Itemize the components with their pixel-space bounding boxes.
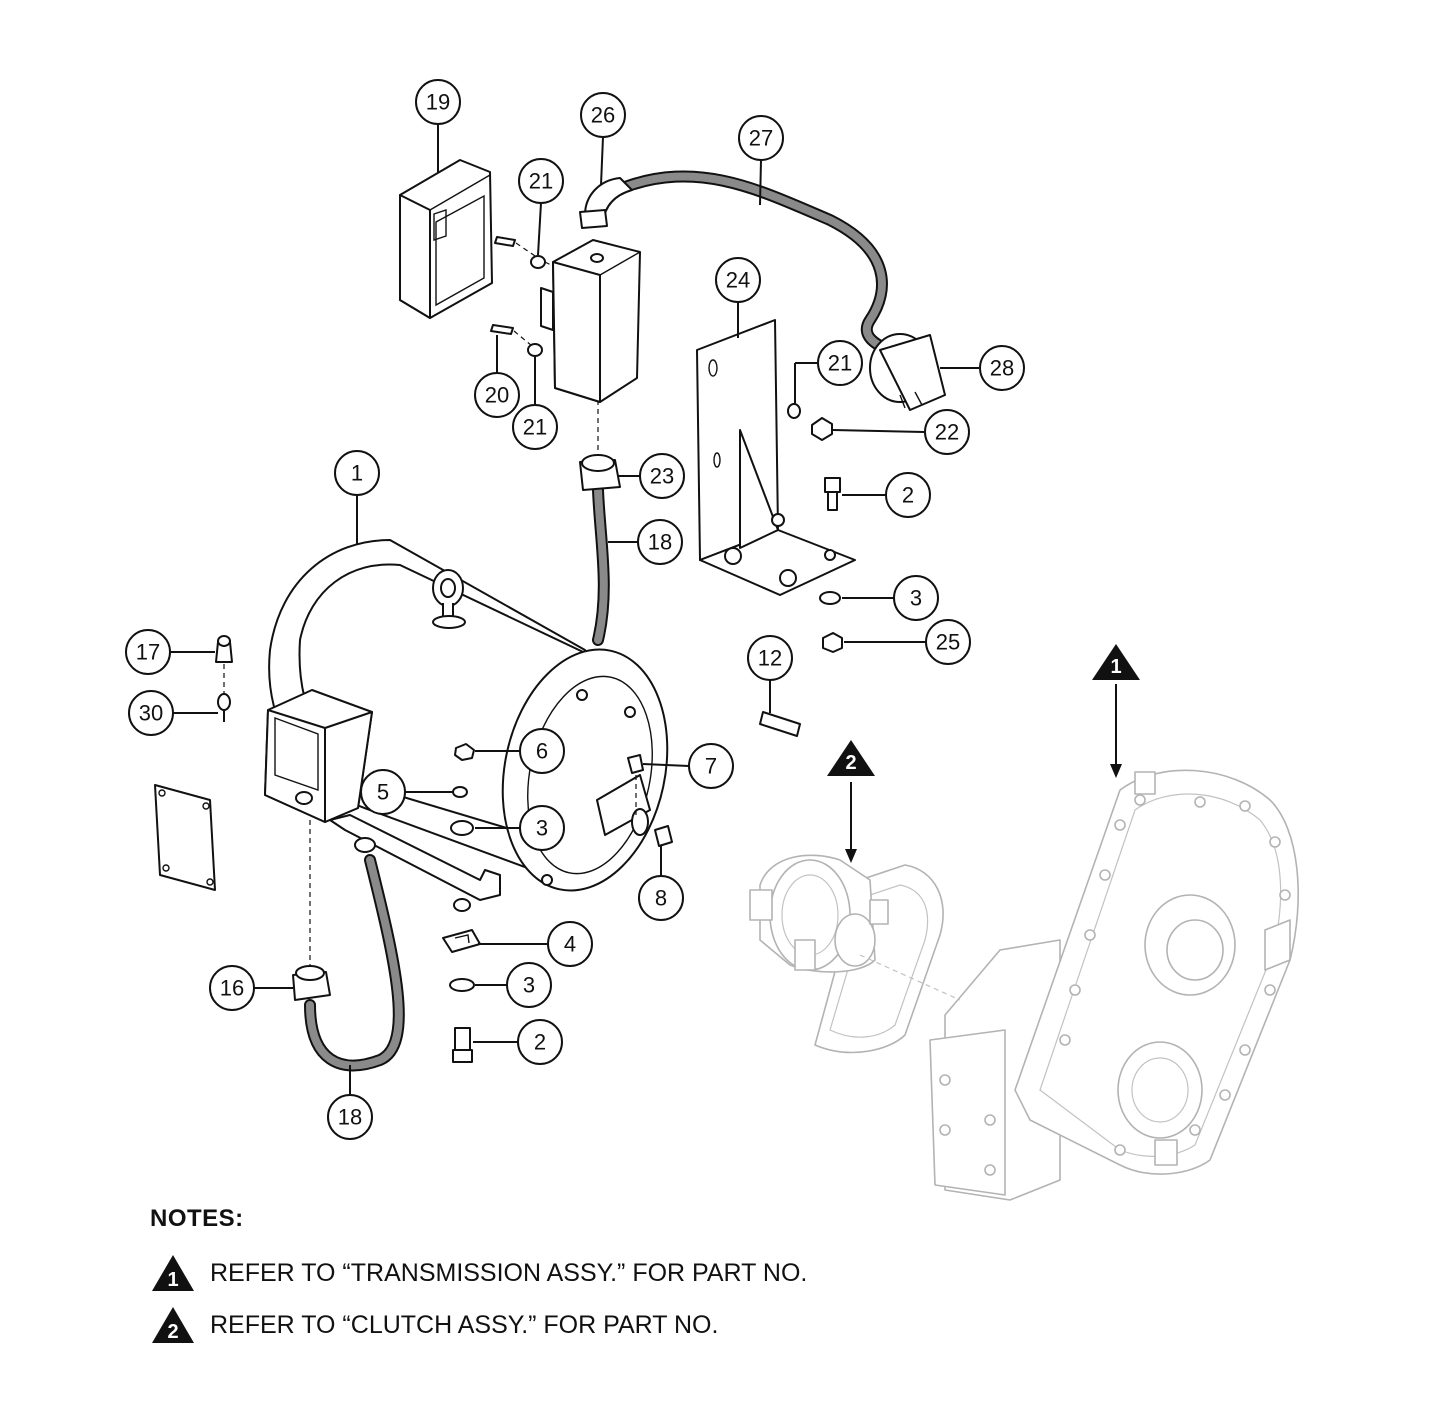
svg-text:17: 17	[136, 640, 160, 665]
svg-text:16: 16	[220, 976, 244, 1001]
svg-text:30: 30	[139, 701, 163, 726]
notes-heading: NOTES:	[150, 1205, 244, 1232]
svg-text:26: 26	[591, 103, 615, 128]
callout-2-lower: 2	[517, 1019, 563, 1065]
cover-plate-drawing	[154, 784, 216, 891]
callout-12: 12	[747, 635, 793, 681]
clutch-assembly-drawing	[749, 854, 961, 1054]
callout-26: 26	[580, 92, 626, 138]
svg-text:1: 1	[167, 1269, 178, 1291]
svg-text:3: 3	[910, 586, 922, 611]
svg-text:2: 2	[534, 1030, 546, 1055]
callout-21-top: 21	[518, 158, 564, 204]
callout-17: 17	[125, 629, 171, 675]
leader-lines	[170, 124, 979, 1095]
svg-text:4: 4	[564, 932, 576, 957]
callout-2-upper: 2	[885, 472, 931, 518]
callout-16: 16	[209, 965, 255, 1011]
callout-21-bottom: 21	[512, 404, 558, 450]
note-marker-icon: 2	[152, 1307, 194, 1343]
note-item-clutch: 2 REFER TO “CLUTCH ASSY.” FOR PART NO.	[150, 1299, 1050, 1351]
reference-marker-clutch: 2	[827, 740, 875, 863]
callout-1: 1	[334, 450, 380, 496]
svg-text:24: 24	[726, 268, 750, 293]
svg-text:23: 23	[650, 464, 674, 489]
svg-text:8: 8	[655, 886, 667, 911]
svg-text:22: 22	[935, 420, 959, 445]
callout-3-lower: 3	[506, 962, 552, 1008]
reference-marker-transmission: 1	[1092, 644, 1140, 778]
callout-19: 19	[415, 79, 461, 125]
svg-text:20: 20	[485, 383, 509, 408]
svg-text:7: 7	[705, 754, 717, 779]
note-item-transmission: 1 REFER TO “TRANSMISSION ASSY.” FOR PART…	[150, 1247, 1050, 1299]
callout-3-middle: 3	[519, 805, 565, 851]
callout-5: 5	[360, 769, 406, 815]
svg-text:19: 19	[426, 90, 450, 115]
svg-text:18: 18	[648, 530, 672, 555]
svg-text:12: 12	[758, 646, 782, 671]
callout-18-upper: 18	[637, 519, 683, 565]
callout-30: 30	[128, 690, 174, 736]
svg-text:3: 3	[523, 973, 535, 998]
svg-text:2: 2	[845, 752, 856, 774]
note-text: REFER TO “TRANSMISSION ASSY.” FOR PART N…	[210, 1258, 808, 1287]
svg-text:5: 5	[377, 780, 389, 805]
conduit-box-drawing	[264, 689, 373, 823]
svg-text:21: 21	[529, 169, 553, 194]
svg-text:1: 1	[351, 461, 363, 486]
callout-4: 4	[547, 921, 593, 967]
lower-cable-drawing	[292, 820, 405, 1072]
transmission-assembly-drawing	[929, 769, 1299, 1201]
svg-text:2: 2	[167, 1321, 178, 1343]
note-marker-icon: 1	[152, 1255, 194, 1291]
note-text: REFER TO “CLUTCH ASSY.” FOR PART NO.	[210, 1310, 719, 1339]
svg-text:2: 2	[902, 483, 914, 508]
svg-text:27: 27	[749, 126, 773, 151]
callout-8: 8	[638, 875, 684, 921]
callout-20: 20	[474, 372, 520, 418]
callout-18-lower: 18	[327, 1094, 373, 1140]
callout-21-bracket: 21	[817, 340, 863, 386]
callout-7: 7	[688, 743, 734, 789]
svg-text:3: 3	[536, 816, 548, 841]
upper-cable-drawing	[579, 400, 621, 646]
notes-section: NOTES: 1 REFER TO “TRANSMISSION ASSY.” F…	[150, 1205, 1050, 1351]
switch-assembly-drawing	[399, 159, 946, 411]
svg-text:28: 28	[990, 356, 1014, 381]
callout-28: 28	[979, 345, 1025, 391]
svg-text:21: 21	[523, 415, 547, 440]
svg-text:6: 6	[536, 739, 548, 764]
callout-24: 24	[715, 257, 761, 303]
svg-text:18: 18	[338, 1105, 362, 1130]
hardware-drawing	[215, 635, 673, 1063]
svg-text:25: 25	[936, 630, 960, 655]
callout-27: 27	[738, 115, 784, 161]
callout-6: 6	[519, 728, 565, 774]
callout-22: 22	[924, 409, 970, 455]
svg-text:21: 21	[828, 351, 852, 376]
callout-25: 25	[925, 619, 971, 665]
callout-23: 23	[639, 453, 685, 499]
svg-text:1: 1	[1110, 656, 1121, 678]
callout-3-upper: 3	[893, 575, 939, 621]
